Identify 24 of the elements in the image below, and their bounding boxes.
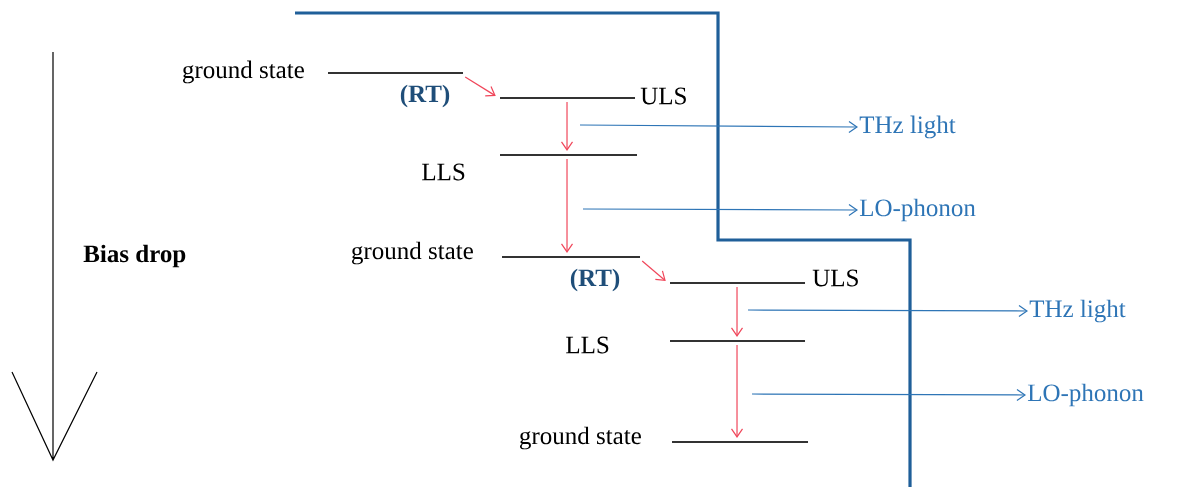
arrow xyxy=(641,260,666,281)
arrow xyxy=(579,120,858,134)
arrow xyxy=(560,158,574,253)
level-label: ULS xyxy=(812,269,858,287)
arrow xyxy=(751,388,1026,402)
output-label: LO-phonon xyxy=(1027,383,1144,407)
arrow xyxy=(464,76,496,97)
arrow xyxy=(560,101,574,151)
arrow xyxy=(747,304,1028,318)
arrow xyxy=(582,203,858,217)
level-label: LLS xyxy=(566,336,609,354)
level-label: ULS xyxy=(640,87,686,105)
level-label: ground state xyxy=(520,426,641,450)
arrow xyxy=(730,344,744,438)
arrow xyxy=(730,286,744,337)
level-label: ground state xyxy=(183,60,304,84)
level-label: ground state xyxy=(352,241,473,265)
edge-label: (RT) xyxy=(570,268,620,292)
level-label: LLS xyxy=(422,163,465,181)
output-label: THz light xyxy=(1029,299,1126,323)
edge-label: (RT) xyxy=(400,84,450,108)
axis-label: Bias drop xyxy=(83,244,186,268)
output-label: THz light xyxy=(859,115,956,139)
output-label: LO-phonon xyxy=(859,198,976,222)
